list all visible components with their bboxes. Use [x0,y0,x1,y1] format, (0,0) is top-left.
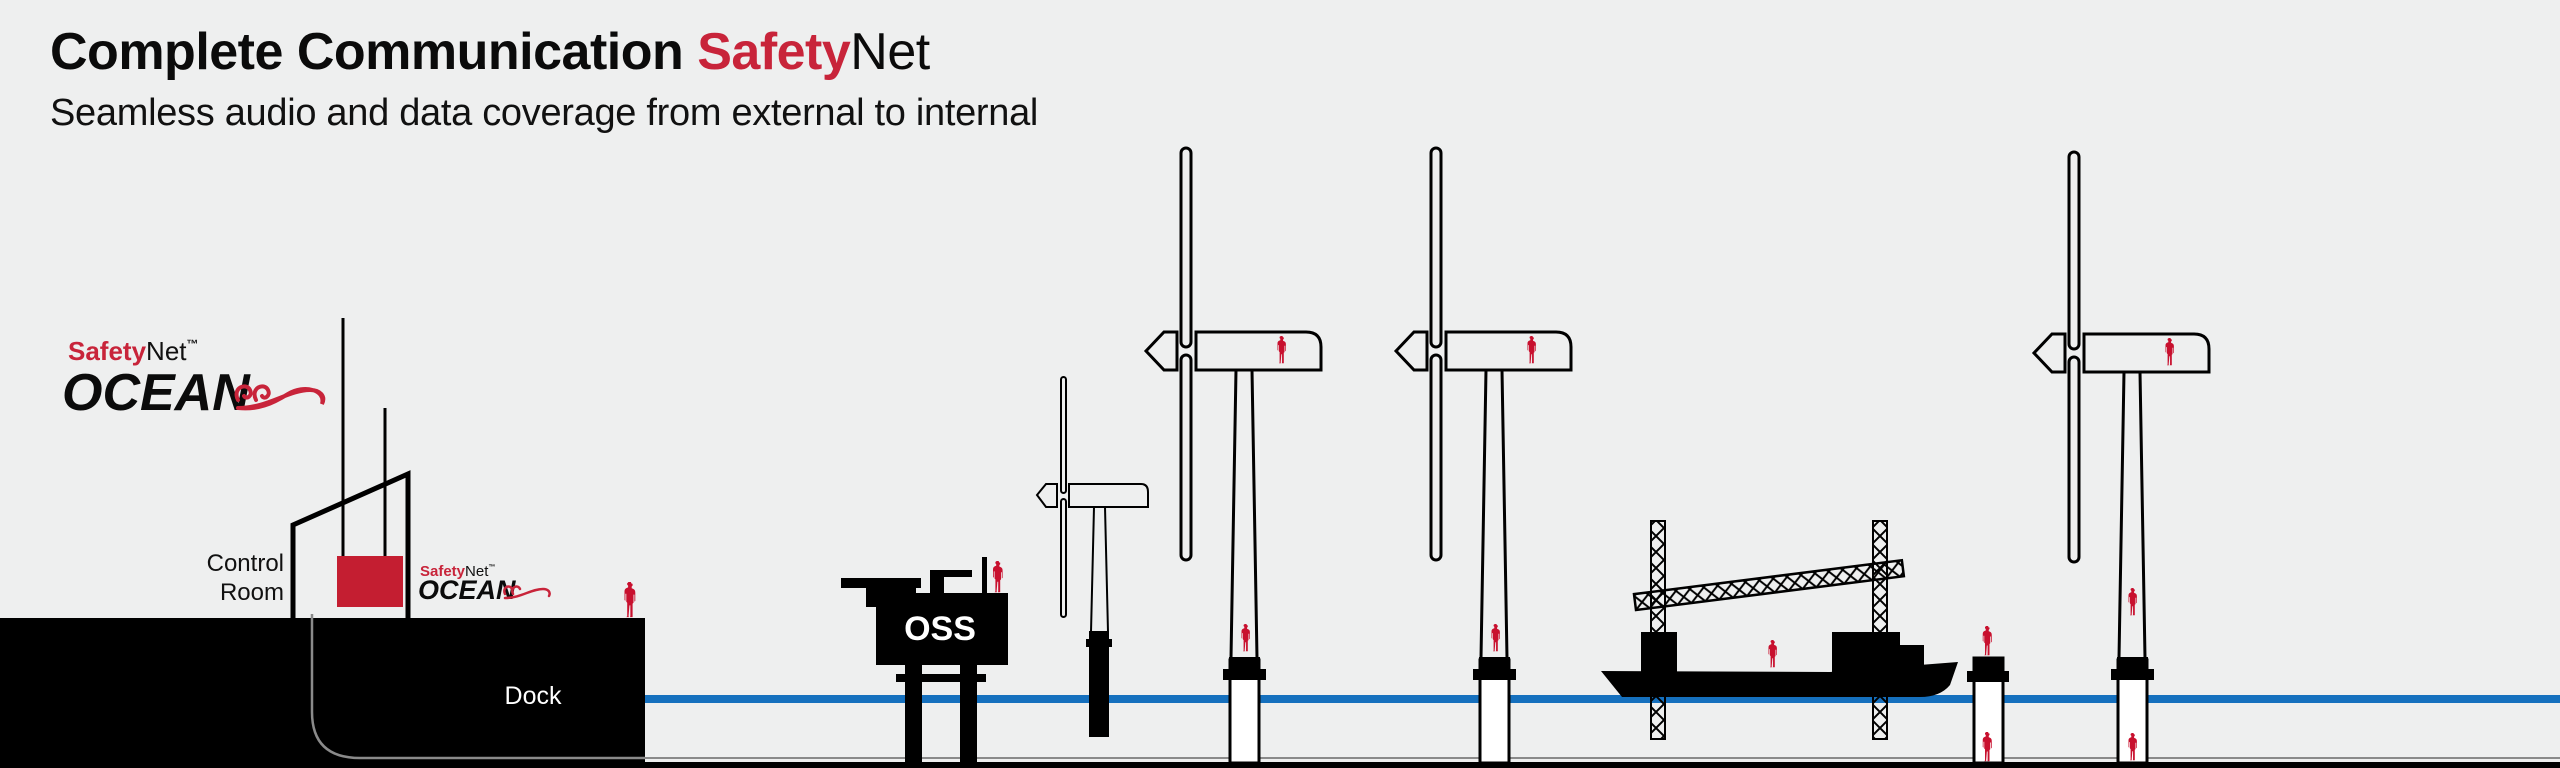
person-icon [1982,626,1992,656]
vessel-leg [1650,520,1666,740]
page-subtitle: Seamless audio and data coverage from ex… [50,92,1039,134]
crane-boom [1632,558,1906,612]
turbine-nacelle [2082,332,2211,374]
transition-piece [2111,669,2154,680]
turbine-blade [1179,146,1193,349]
turbine-spinner [1143,330,1179,372]
turbine-nacelle [1194,330,1323,372]
wind-turbine-3 [2031,150,2211,765]
turbine-tower [1479,369,1509,659]
person-icon [1277,336,1286,364]
wind-turbine-1 [1143,146,1323,765]
turbine-tower [2117,371,2147,659]
oss-label: OSS [904,610,976,648]
wind-turbine-2 [1393,146,1573,765]
page-title: Complete Communication SafetyNet [50,22,930,82]
turbine-spinner [1393,330,1429,372]
person-icon [624,582,636,618]
turbine-blade [1179,353,1193,562]
turbine-blade [1429,146,1443,349]
svg-text:OCEAN: OCEAN [418,575,516,605]
turbine-tower [1229,369,1259,659]
vessel-leg [1872,520,1888,740]
logo-product: OCEAN [62,364,251,422]
person-icon [2165,338,2174,366]
svg-text:SafetyNet™: SafetyNet™ [68,336,199,366]
safetynet-ocean-logo: SafetyNet™ OCEAN [62,336,326,422]
logo-trademark: ™ [187,337,199,351]
turbine-blade [2067,150,2081,351]
safetynet-ocean-logo-small: SafetyNet™ OCEAN [418,563,551,605]
control-room-label-line1: Control [207,550,284,577]
jack-up-vessel [1601,520,1958,740]
wave-icon [503,585,551,600]
title-prefix: Complete Communication [50,23,698,81]
control-room: Control Room [207,318,411,618]
turbine-blade [2067,355,2081,564]
transition-piece [1473,669,1516,680]
radio-equipment-box [337,556,403,607]
person-icon [993,561,1003,593]
person-icon [2128,588,2137,616]
control-room-label-line2: Room [220,579,284,606]
offshore-substation: OSS [841,557,1008,768]
title-brand: Safety [697,23,851,81]
small-wind-turbine [1035,376,1149,737]
person-icon [1241,624,1250,652]
dock-label: Dock [505,682,562,710]
subsea-cable [310,614,645,760]
logo-brand-red: Safety [68,336,147,366]
svg-text:SafetyNet™: SafetyNet™ [420,563,495,580]
water-surface-line [645,695,2560,703]
logo-brand-black: Net [146,336,187,366]
turbine-spinner [2031,332,2067,374]
person-icon [1491,624,1500,652]
person-icon [1768,640,1777,668]
transition-piece [1223,669,1266,680]
wave-icon [234,384,326,411]
person-icon [1527,336,1536,364]
monopile-foundation [1967,656,2009,765]
title-brand-suffix: Net [850,23,930,81]
turbine-nacelle [1444,330,1573,372]
turbine-blade [1429,353,1443,562]
